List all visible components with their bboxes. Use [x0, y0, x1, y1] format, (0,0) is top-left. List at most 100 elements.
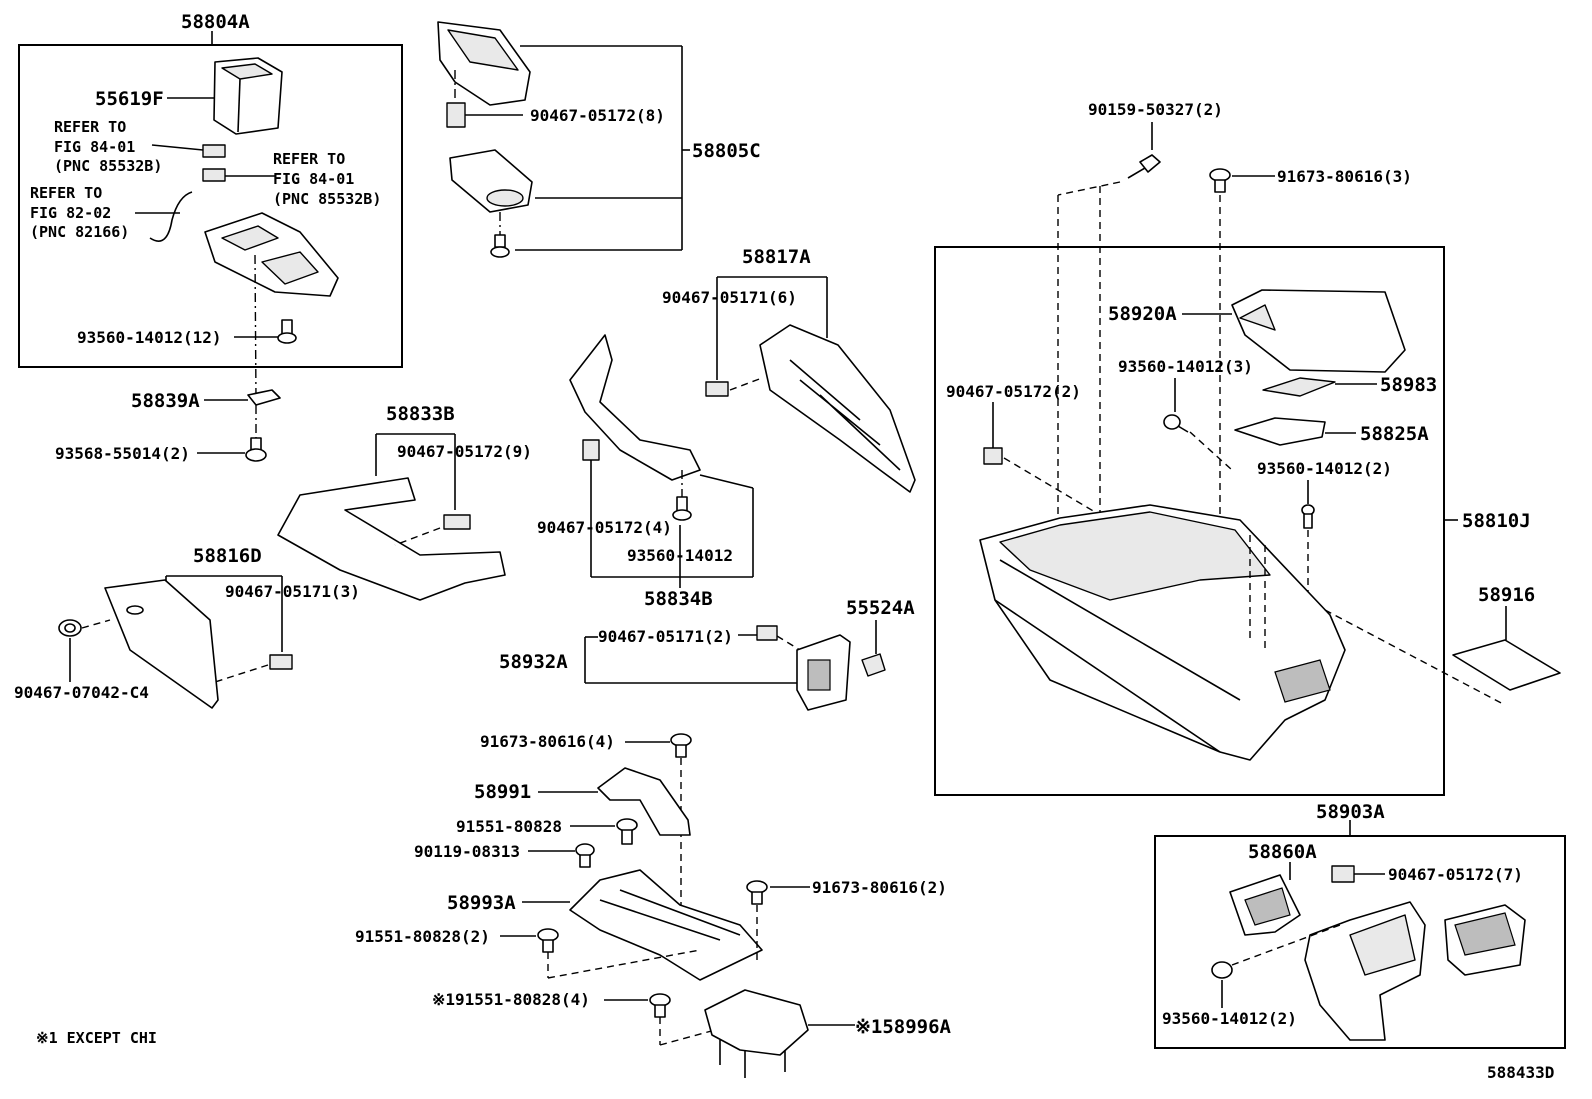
part-58825A[interactable] [1234, 417, 1326, 446]
label-90467-05171-6: 90467-05171(6) [662, 288, 797, 307]
label-90467-05171-2: 90467-05171(2) [598, 627, 733, 646]
label-91551-80828-4: ※191551-80828(4) [432, 990, 590, 1009]
part-58993A[interactable] [569, 869, 763, 981]
bolt-91673-80616-2[interactable] [746, 880, 768, 905]
label-58983: 58983 [1380, 374, 1437, 396]
label-58920A: 58920A [1108, 303, 1177, 325]
part-58916[interactable] [1452, 639, 1561, 691]
label-refer-3c: (PNC 82166) [30, 223, 129, 241]
label-90467-05172-7: 90467-05172(7) [1388, 865, 1523, 884]
label-55619F: 55619F [95, 88, 164, 110]
label-refer-3a: REFER TO [30, 184, 102, 202]
bolt-91551-80828[interactable] [616, 818, 638, 845]
label-93560-14012-12: 93560-14012(12) [77, 328, 222, 347]
label-refer-2b: FIG 84-01 [273, 170, 354, 188]
clip-90467-05172-7[interactable] [1331, 865, 1355, 883]
part-harness[interactable] [149, 191, 193, 242]
label-58804A: 58804A [181, 11, 250, 33]
label-refer-1c: (PNC 85532B) [54, 157, 162, 175]
part-55524A[interactable] [861, 653, 886, 677]
label-58996A: ※158996A [855, 1016, 952, 1038]
part-58839A[interactable] [247, 389, 281, 406]
label-90467-05172-8: 90467-05172(8) [530, 106, 665, 125]
screw-90159-50327[interactable] [1127, 154, 1161, 179]
label-90467-05172-9: 90467-05172(9) [397, 442, 532, 461]
label-93560-14012-2b: 93560-14012(2) [1162, 1009, 1297, 1028]
group-58804A [18, 31, 403, 401]
label-58839A: 58839A [131, 390, 200, 412]
label-90467-05171-3: 90467-05171(3) [225, 582, 360, 601]
group-58817A [705, 276, 916, 493]
label-91673-80616-3: 91673-80616(3) [1277, 167, 1412, 186]
screw-93560-14012-2b[interactable] [1211, 961, 1233, 979]
label-58833B: 58833B [386, 403, 455, 425]
part-58996A[interactable] [704, 989, 809, 1056]
bolt-91673-80616-4[interactable] [670, 733, 692, 758]
group-58810J [934, 122, 1506, 796]
label-93560-14012-2a: 93560-14012(2) [1257, 459, 1392, 478]
screw-93568-55014[interactable] [245, 437, 267, 462]
group-58903A [1154, 820, 1566, 1049]
part-switch-b[interactable] [202, 168, 226, 182]
clip-90467-05172-2[interactable] [983, 447, 1003, 465]
clip-90467-9[interactable] [443, 514, 471, 530]
clip-90467-05171-6[interactable] [705, 381, 729, 397]
clip-90467-05171-2[interactable] [756, 625, 778, 641]
label-58860A: 58860A [1248, 841, 1317, 863]
label-90467-05172-4: 90467-05172(4) [537, 518, 672, 537]
group-brackets [500, 733, 855, 1078]
label-58817A: 58817A [742, 246, 811, 268]
group-58932A [584, 620, 886, 711]
label-91551-80828: 91551-80828 [456, 817, 562, 836]
label-refer-3b: FIG 82-02 [30, 204, 111, 222]
label-58932A: 58932A [499, 651, 568, 673]
bolt-91551-80828-4[interactable] [649, 993, 671, 1018]
part-switch-a[interactable] [202, 144, 226, 158]
part-58833B[interactable] [277, 477, 506, 601]
part-58834B[interactable] [569, 334, 701, 481]
part-58810J[interactable] [979, 504, 1346, 761]
label-refer-1b: FIG 84-01 [54, 138, 135, 156]
label-91551-80828-2: 91551-80828(2) [355, 927, 490, 946]
part-58817A[interactable] [759, 324, 916, 493]
group-box-58810J [934, 246, 1445, 796]
group-58834B [569, 334, 754, 588]
clip-90467-05171-3[interactable] [269, 654, 293, 670]
screw-93560-14012-2a[interactable] [1301, 504, 1315, 529]
label-58916: 58916 [1478, 584, 1535, 606]
screw-90467-07042[interactable] [58, 619, 82, 637]
label-90119-08313: 90119-08313 [414, 842, 520, 861]
label-refer-1a: REFER TO [54, 118, 126, 136]
label-58903A: 58903A [1316, 801, 1385, 823]
screw-93560-14012-3[interactable] [1163, 414, 1189, 433]
group-58805C [437, 21, 690, 258]
label-91673-80616-4: 91673-80616(4) [480, 732, 615, 751]
bolt-91551-80828-2[interactable] [537, 928, 559, 953]
part-58983[interactable] [1262, 377, 1336, 397]
part-55619F[interactable] [213, 57, 283, 135]
bolt-91673-80616-3[interactable] [1209, 168, 1231, 193]
label-90467-05172-2: 90467-05172(2) [946, 382, 1081, 401]
figure-id: 588433D [1487, 1063, 1554, 1082]
clip-90467-05172-8[interactable] [446, 102, 466, 128]
screw-58805C[interactable] [490, 234, 510, 258]
bolt-90119-08313[interactable] [575, 843, 595, 868]
group-box-58903A [1154, 835, 1566, 1049]
label-58810J: 58810J [1462, 510, 1531, 532]
label-refer-2a: REFER TO [273, 150, 345, 168]
label-93560-14012-3: 93560-14012(3) [1118, 357, 1253, 376]
label-refer-2c: (PNC 85532B) [273, 190, 381, 208]
footnote: ※1 EXCEPT CHI [36, 1029, 157, 1047]
label-58993A: 58993A [447, 892, 516, 914]
clip-90467-05172-4[interactable] [582, 439, 600, 461]
label-91673-80616-2: 91673-80616(2) [812, 878, 947, 897]
screw-93560-14012[interactable] [672, 496, 692, 521]
part-58920A[interactable] [1231, 289, 1406, 373]
screw-93560-a[interactable] [277, 319, 297, 344]
label-58816D: 58816D [193, 545, 262, 567]
part-shift-panel[interactable] [204, 212, 339, 297]
part-58991[interactable] [597, 767, 691, 836]
group-box-58804A [18, 44, 403, 368]
label-58825A: 58825A [1360, 423, 1429, 445]
